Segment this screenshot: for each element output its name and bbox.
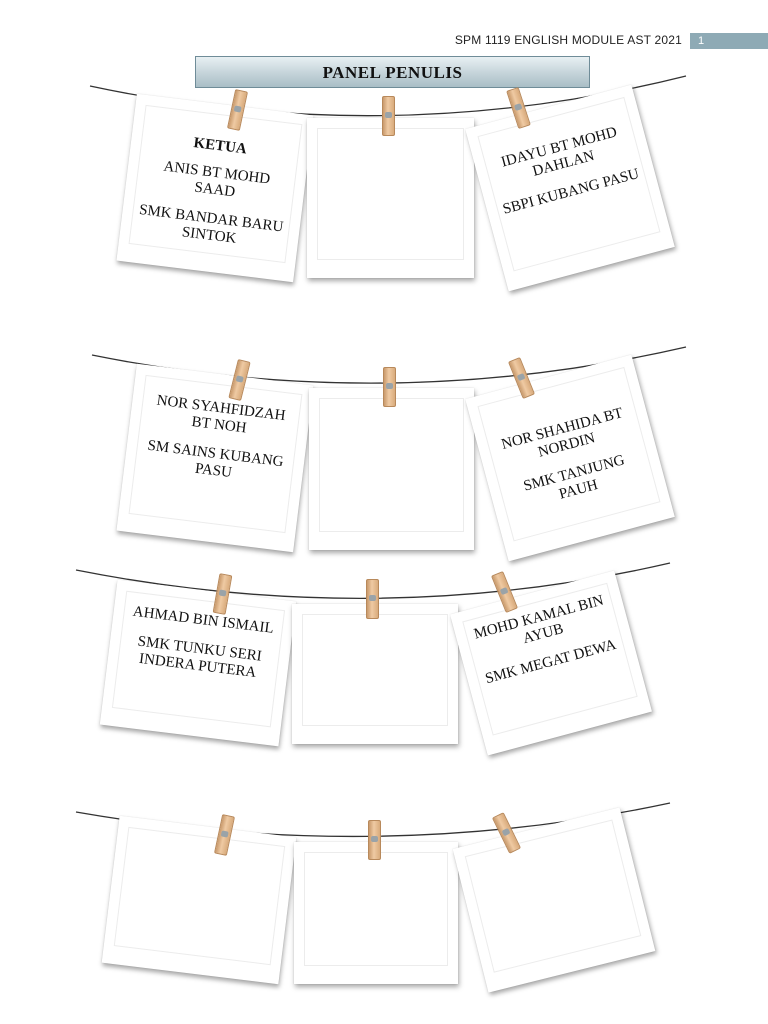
card-text: NOR SYAHFIDZAH BT NOH SM SAINS KUBANG PA…	[136, 391, 296, 501]
writer-card-row4-left	[101, 815, 297, 985]
page-title: PANEL PENULIS	[195, 56, 590, 88]
clothespin	[366, 579, 379, 619]
photo-inner-frame	[304, 852, 448, 966]
photo-inner-frame	[113, 826, 286, 966]
writer-card-row2-middle	[309, 388, 474, 550]
clothespin	[368, 820, 381, 860]
writer-card-row3-left: AHMAD BIN ISMAIL SMK TUNKU SERI INDERA P…	[99, 579, 297, 747]
writer-card-row1-left: KETUA ANIS BT MOHD SAAD SMK BANDAR BARU …	[116, 93, 314, 283]
photo-inner-frame	[464, 819, 642, 973]
photo-inner-frame	[302, 614, 448, 726]
writer-card-row3-middle	[292, 604, 458, 744]
clothespin	[383, 367, 396, 407]
module-header-title: SPM 1119 ENGLISH MODULE AST 2021	[454, 33, 682, 47]
writer-card-row4-middle	[294, 842, 458, 984]
photo-inner-frame	[317, 128, 464, 260]
writer-school: SMK TUNKU SERI INDERA PUTERA	[136, 633, 263, 682]
card-text: KETUA ANIS BT MOHD SAAD SMK BANDAR BARU …	[132, 129, 295, 265]
clothespin	[382, 96, 395, 136]
writer-school: SM SAINS KUBANG PASU	[146, 437, 285, 482]
writer-card-row1-middle	[307, 118, 474, 278]
page-number-badge: 1	[690, 33, 768, 49]
writer-school: SMK BANDAR BARU SINTOK	[138, 201, 285, 247]
writer-name: ANIS BT MOHD SAAD	[162, 158, 272, 201]
photo-inner-frame	[319, 398, 464, 532]
writer-card-row2-left: NOR SYAHFIDZAH BT NOH SM SAINS KUBANG PA…	[116, 363, 314, 553]
